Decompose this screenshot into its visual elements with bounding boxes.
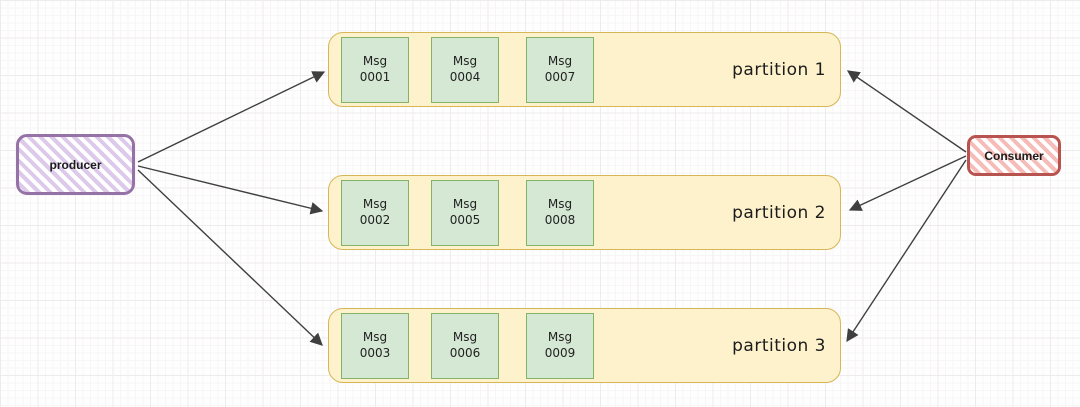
- message-box[interactable]: Msg 0006: [431, 313, 499, 379]
- message-title: Msg: [362, 330, 388, 345]
- arrow-producer-to-partition-2[interactable]: [137, 165, 324, 215]
- partition-1-label: partition 1: [732, 59, 826, 80]
- partition-2-box[interactable]: Msg 0002 Msg 0005 Msg 0008 partition 2: [328, 175, 841, 250]
- message-box[interactable]: Msg 0009: [526, 313, 594, 379]
- message-title: Msg: [452, 330, 478, 345]
- message-title: Msg: [452, 54, 478, 69]
- message-box[interactable]: Msg 0004: [431, 37, 499, 103]
- message-box[interactable]: Msg 0008: [526, 180, 594, 246]
- arrow-producer-to-partition-3[interactable]: [137, 169, 323, 346]
- message-box[interactable]: Msg 0007: [526, 37, 594, 103]
- partition-3-label: partition 3: [732, 335, 826, 356]
- message-box[interactable]: Msg 0002: [341, 180, 409, 246]
- message-id: 0008: [544, 213, 576, 227]
- message-title: Msg: [547, 54, 573, 69]
- consumer-label: Consumer: [984, 148, 1044, 163]
- arrow-consumer-to-partition-1[interactable]: [846, 70, 967, 153]
- partition-1-box[interactable]: Msg 0001 Msg 0004 Msg 0007 partition 1: [328, 32, 841, 107]
- message-id: 0003: [359, 346, 391, 360]
- message-box[interactable]: Msg 0001: [341, 37, 409, 103]
- producer-node[interactable]: producer: [16, 134, 135, 195]
- message-title: Msg: [452, 197, 478, 212]
- message-id: 0002: [359, 213, 391, 227]
- message-title: Msg: [362, 197, 388, 212]
- message-id: 0006: [449, 346, 481, 360]
- message-id: 0001: [359, 70, 391, 84]
- message-box[interactable]: Msg 0005: [431, 180, 499, 246]
- message-id: 0004: [449, 70, 481, 84]
- arrow-consumer-to-partition-2[interactable]: [848, 155, 967, 211]
- message-id: 0007: [544, 70, 576, 84]
- message-id: 0009: [544, 346, 576, 360]
- message-title: Msg: [547, 197, 573, 212]
- arrow-producer-to-partition-1[interactable]: [137, 71, 326, 163]
- partition-3-box[interactable]: Msg 0003 Msg 0006 Msg 0009 partition 3: [328, 308, 841, 383]
- message-title: Msg: [547, 330, 573, 345]
- producer-label: producer: [49, 157, 102, 172]
- consumer-node[interactable]: Consumer: [967, 135, 1061, 176]
- arrow-consumer-to-partition-3[interactable]: [846, 159, 967, 343]
- message-title: Msg: [362, 54, 388, 69]
- message-id: 0005: [449, 213, 481, 227]
- partition-2-label: partition 2: [732, 202, 826, 223]
- message-box[interactable]: Msg 0003: [341, 313, 409, 379]
